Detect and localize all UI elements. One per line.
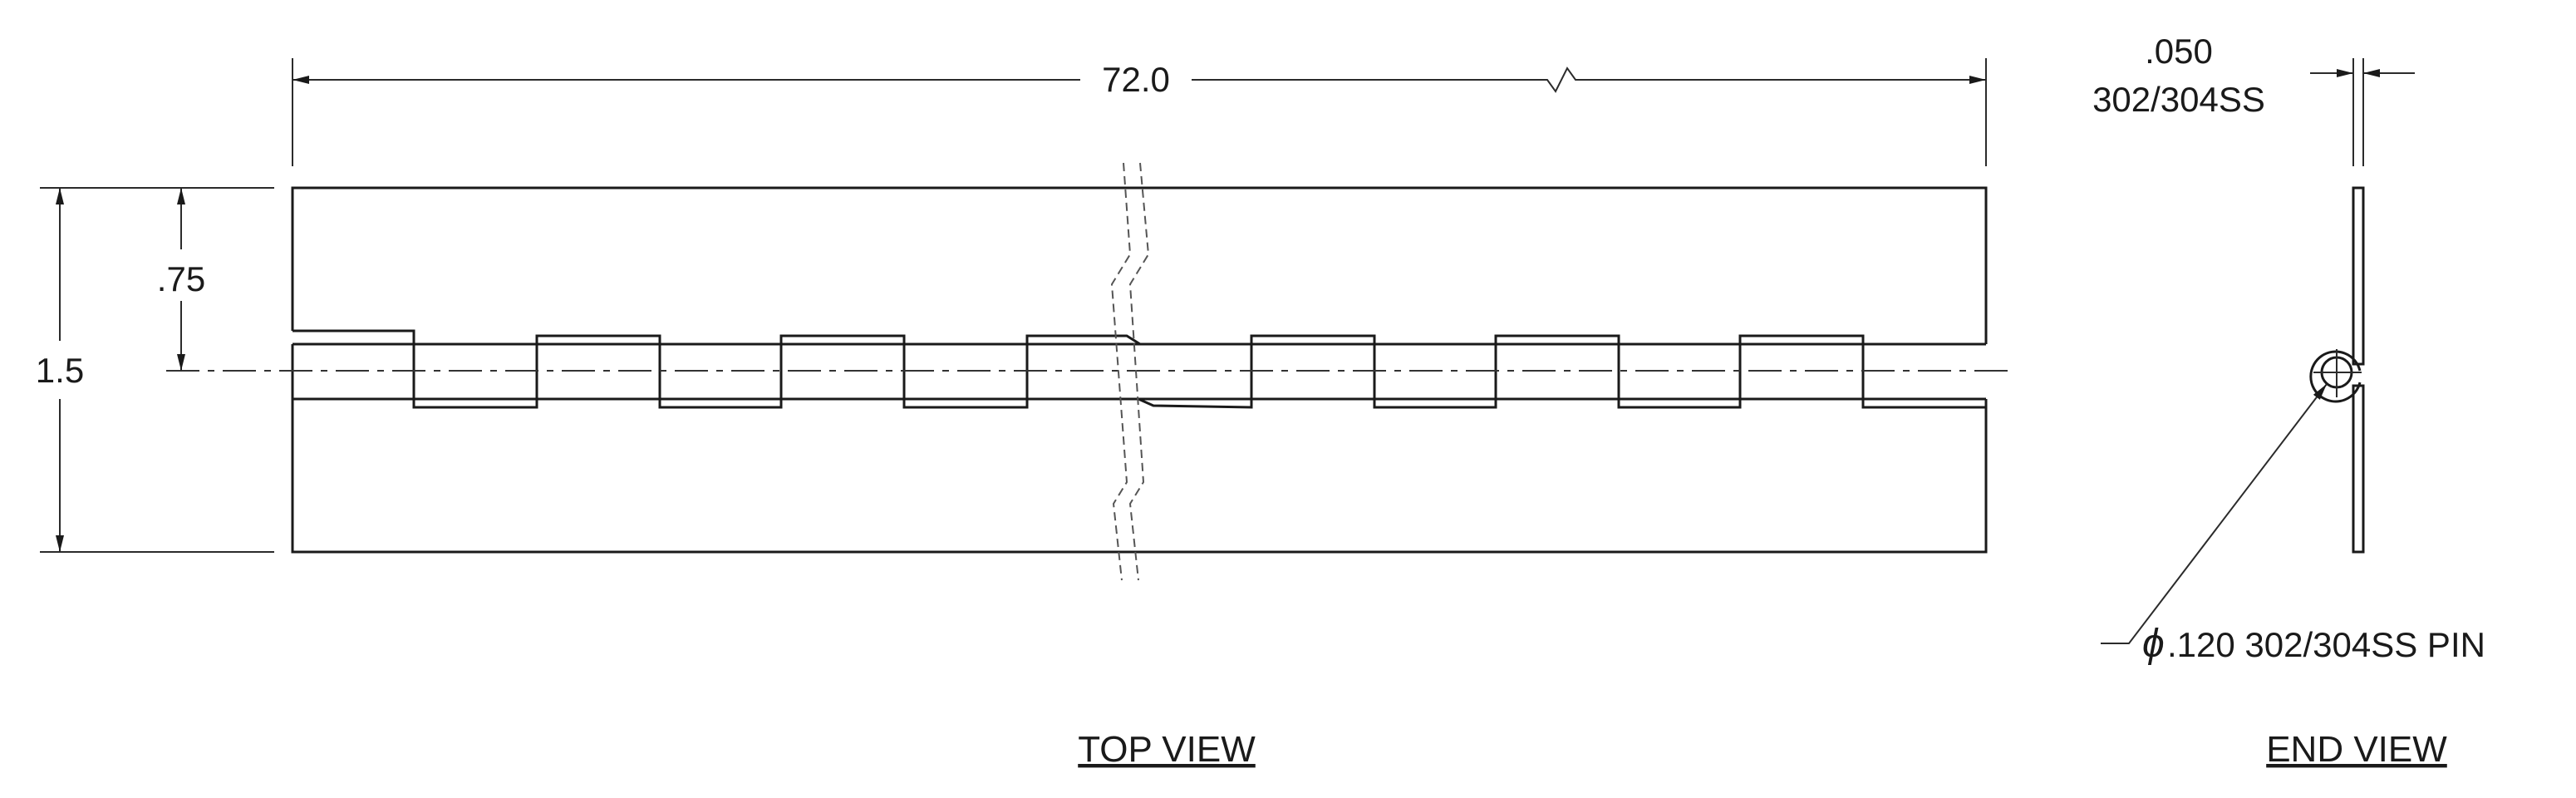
knuckle-outline-upper [293, 329, 1865, 346]
pin-callout-text: .120 302/304SS PIN [2167, 625, 2485, 664]
top-leaf-outline [291, 186, 1988, 344]
pin-diameter-symbol: ϕ [2142, 622, 2165, 666]
top-view-label: TOP VIEW [1078, 729, 1256, 770]
end-knuckle [2309, 350, 2362, 403]
leaf-material-text: 302/304SS [2092, 80, 2265, 119]
half-height-dim-text: .75 [157, 259, 205, 298]
end-view-label: END VIEW [2266, 729, 2447, 770]
bottom-leaf-outline [291, 344, 1988, 554]
break-line-right [1128, 162, 1150, 581]
end-leaf-upper [2352, 186, 2365, 366]
pin-leader-line [2101, 383, 2328, 644]
end-leaf-lower [2352, 384, 2365, 554]
height-dim-text: 1.5 [36, 351, 84, 390]
thickness-dim-text: .050 [2145, 32, 2213, 71]
break-line-left [1110, 162, 1132, 581]
length-dim-text: 72.0 [1102, 60, 1170, 99]
length-dim-line-right [1192, 66, 1986, 93]
end-view: .050 302/304SS ϕ .120 302/304SS PIN END … [2092, 32, 2485, 770]
top-view: 72.0 1.5 .75 TOP VIEW [36, 58, 2011, 770]
